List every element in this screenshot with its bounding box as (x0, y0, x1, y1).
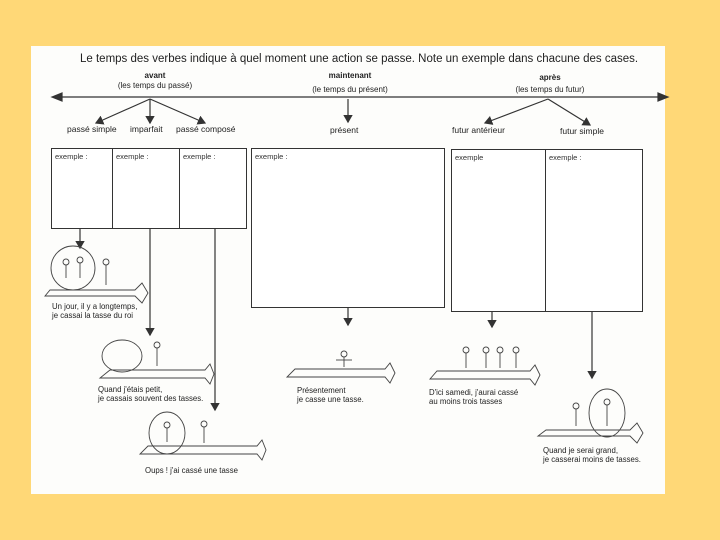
caption-passe-simple: Un jour, il y a longtemps, je cassai la … (52, 303, 137, 321)
arrow-to-futur-anterieur (485, 99, 548, 123)
illustration-present (287, 351, 395, 383)
caption-imparfait: Quand j'étais petit, je cassais souvent … (98, 386, 203, 404)
illustration-futur-anterieur (430, 347, 540, 385)
arrow-to-futur-simple (548, 99, 590, 125)
arrow-to-passe-simple (96, 99, 150, 123)
caption-futur-anterieur: D'ici samedi, j'aurai cassé au moins tro… (429, 389, 518, 407)
timeline-left-arrowhead (52, 93, 62, 101)
illustration-passe-simple (45, 246, 148, 303)
timeline-right-arrowhead (658, 93, 668, 101)
caption-futur-simple: Quand je serai grand, je casserai moins … (543, 447, 641, 465)
illustration-passe-compose (140, 412, 266, 460)
illustration-futur-simple (538, 389, 643, 443)
illustration-imparfait (100, 340, 214, 384)
caption-present: Présentement je casse une tasse. (297, 387, 364, 405)
caption-passe-compose: Oups ! j'ai cassé une tasse (145, 467, 238, 476)
arrow-to-passe-compose (150, 99, 205, 123)
